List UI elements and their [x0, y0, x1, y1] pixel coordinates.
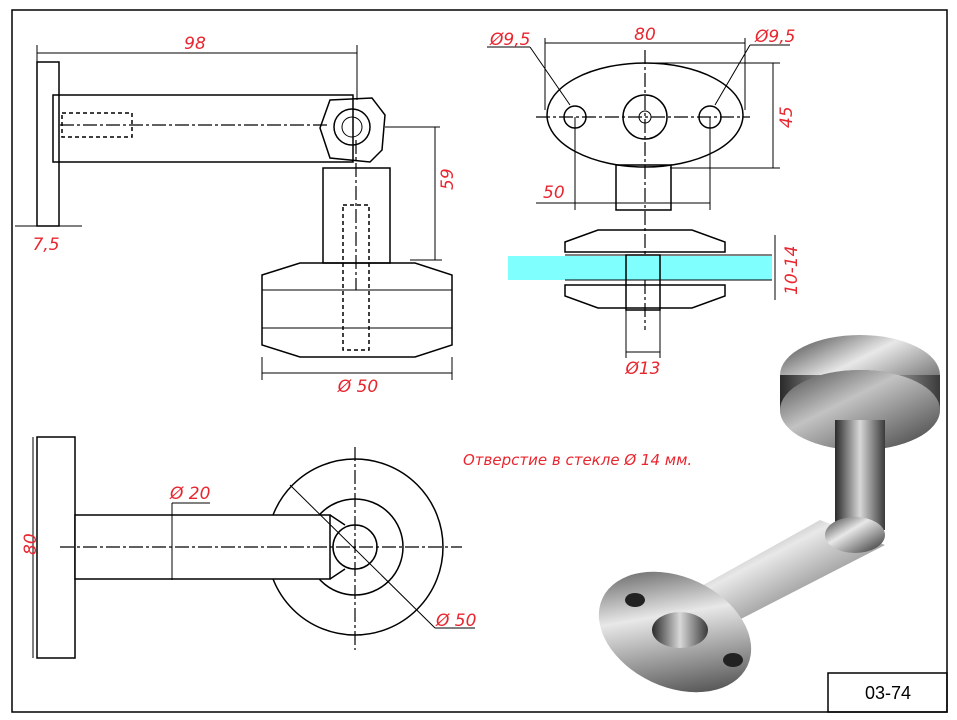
- dim-disc-50-top: Ø 50: [435, 611, 476, 631]
- dim-glass-thickness: 10-14: [782, 246, 802, 295]
- product-3d-render: [598, 335, 940, 693]
- front-view: 80 Ø9,5 Ø9,5 45 50 10-14 Ø13: [487, 25, 802, 379]
- dim-bolt-13: Ø13: [624, 359, 660, 379]
- side-view: 98 7,5 59 Ø 50: [15, 34, 458, 397]
- dim-80-flange: 80: [21, 533, 41, 555]
- title-block: 03-74: [827, 672, 948, 713]
- dim-disc-50: Ø 50: [337, 377, 378, 397]
- top-view: 80 Ø 20 Ø 50: [21, 436, 476, 659]
- glass-panel: [508, 256, 772, 280]
- dim-arm-20: Ø 20: [169, 484, 210, 504]
- dim-80: 80: [634, 25, 656, 45]
- dim-hole-right: Ø9,5: [754, 27, 795, 47]
- dim-50-spacing: 50: [543, 183, 565, 203]
- dim-59: 59: [438, 168, 458, 190]
- dim-7-5: 7,5: [32, 235, 59, 255]
- glass-hole-note: Отверстие в стекле Ø 14 мм.: [463, 451, 692, 469]
- dim-hole-left: Ø9,5: [489, 30, 530, 50]
- dim-45: 45: [777, 106, 797, 128]
- dim-98: 98: [184, 34, 206, 54]
- drawing-code: 03-74: [865, 683, 911, 703]
- drawing-border: [11, 9, 948, 713]
